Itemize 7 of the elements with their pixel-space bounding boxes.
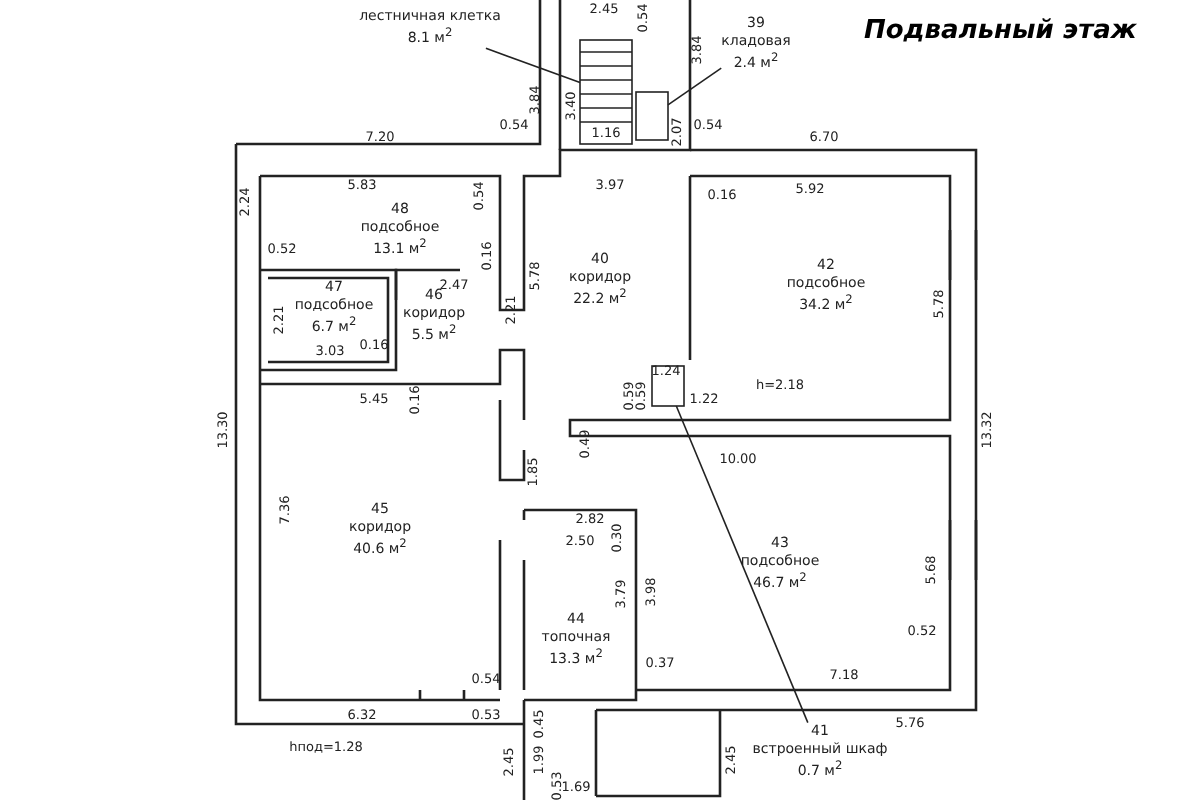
storage-area [635,91,669,141]
floor-title: Подвальный этаж [864,16,1137,46]
staircase-drawing [579,39,633,145]
leader-line [485,47,581,84]
leader-line [667,67,723,106]
leader-line [675,405,809,724]
cupboard [651,365,685,407]
